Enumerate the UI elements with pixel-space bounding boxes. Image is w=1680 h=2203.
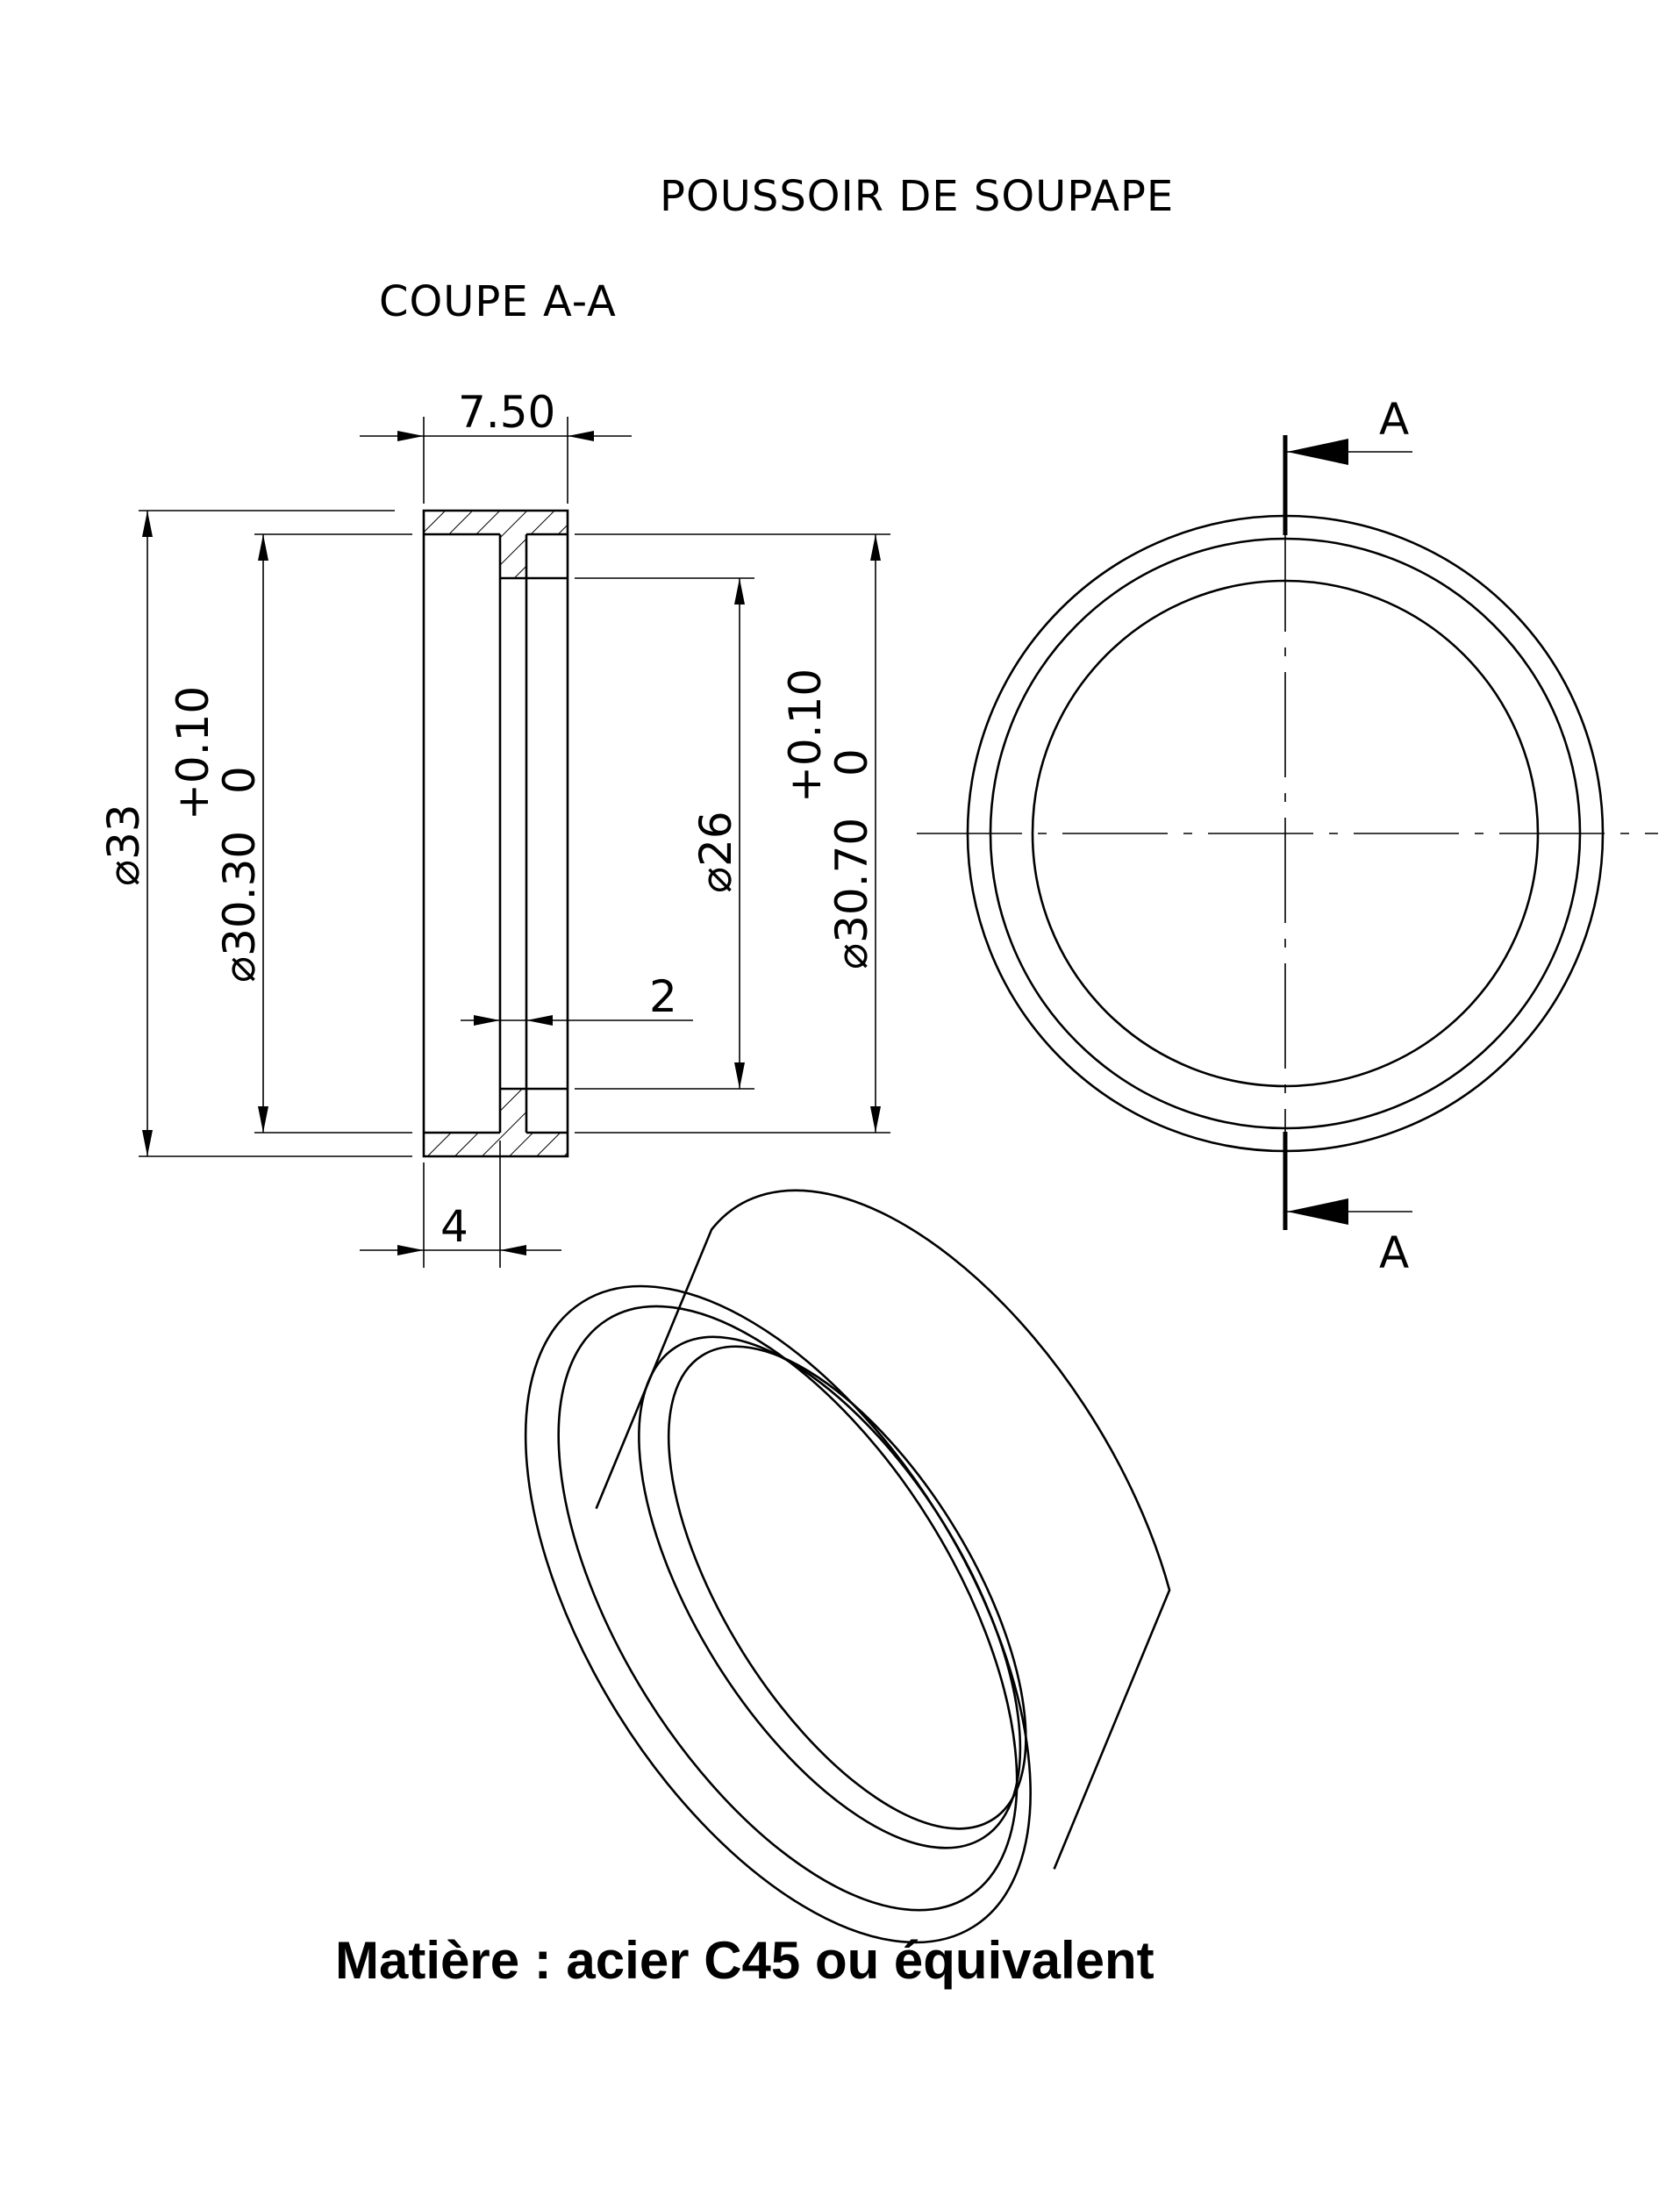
iso-counterbore-rim	[557, 1305, 1019, 1912]
section-plane-marker: A A	[1283, 394, 1412, 1278]
dim-counterbore-tol-upper: +0.10	[780, 669, 831, 803]
dim-counterbore-diameter: ⌀30.70 +0.10 0	[780, 534, 881, 1133]
isometric-view	[524, 1189, 1171, 1944]
dim-outer-diameter-text: ⌀33	[98, 804, 149, 886]
dim-width-top-text: 7.50	[458, 387, 555, 438]
dim-step: 2	[461, 971, 693, 1026]
dim-bore-diameter-text: ⌀30.30	[214, 831, 265, 983]
dim-bore-tol-upper: +0.10	[168, 686, 218, 820]
section-label: COUPE A-A	[379, 277, 617, 326]
dim-counterbore-tol-lower: 0	[826, 748, 877, 776]
dim-inner-diameter: ⌀26	[690, 578, 745, 1089]
section-view: 7.50 4 2 ⌀33 ⌀30.30 +0	[98, 387, 890, 1268]
dim-width-bottom: 4	[360, 1201, 561, 1255]
dim-width-top: 7.50	[360, 387, 632, 441]
extension-lines	[139, 417, 890, 1268]
iso-inner-step	[667, 1345, 1027, 1830]
hatch-bottom	[424, 1089, 568, 1156]
drawing-title: POUSSOIR DE SOUPAPE	[660, 172, 1174, 221]
dim-inner-diameter-text: ⌀26	[690, 811, 741, 893]
dim-counterbore-diameter-text: ⌀30.70	[826, 818, 877, 969]
front-view: A A	[917, 394, 1658, 1278]
section-outline	[422, 509, 569, 1158]
dim-bore-tol-lower: 0	[214, 766, 265, 794]
iso-outer-rim	[524, 1284, 1032, 1944]
hatch-top	[424, 511, 568, 578]
dim-outer-diameter: ⌀33	[98, 511, 153, 1156]
section-mark-top: A	[1379, 394, 1409, 445]
material-note: Matière : acier C45 ou équivalent	[335, 1931, 1155, 1990]
iso-inner-rim	[638, 1335, 1022, 1849]
section-mark-bottom: A	[1379, 1227, 1409, 1278]
dim-bore-diameter: ⌀30.30 +0.10 0	[168, 534, 268, 1133]
dim-width-bottom-text: 4	[440, 1201, 468, 1252]
dim-step-text: 2	[649, 971, 677, 1022]
